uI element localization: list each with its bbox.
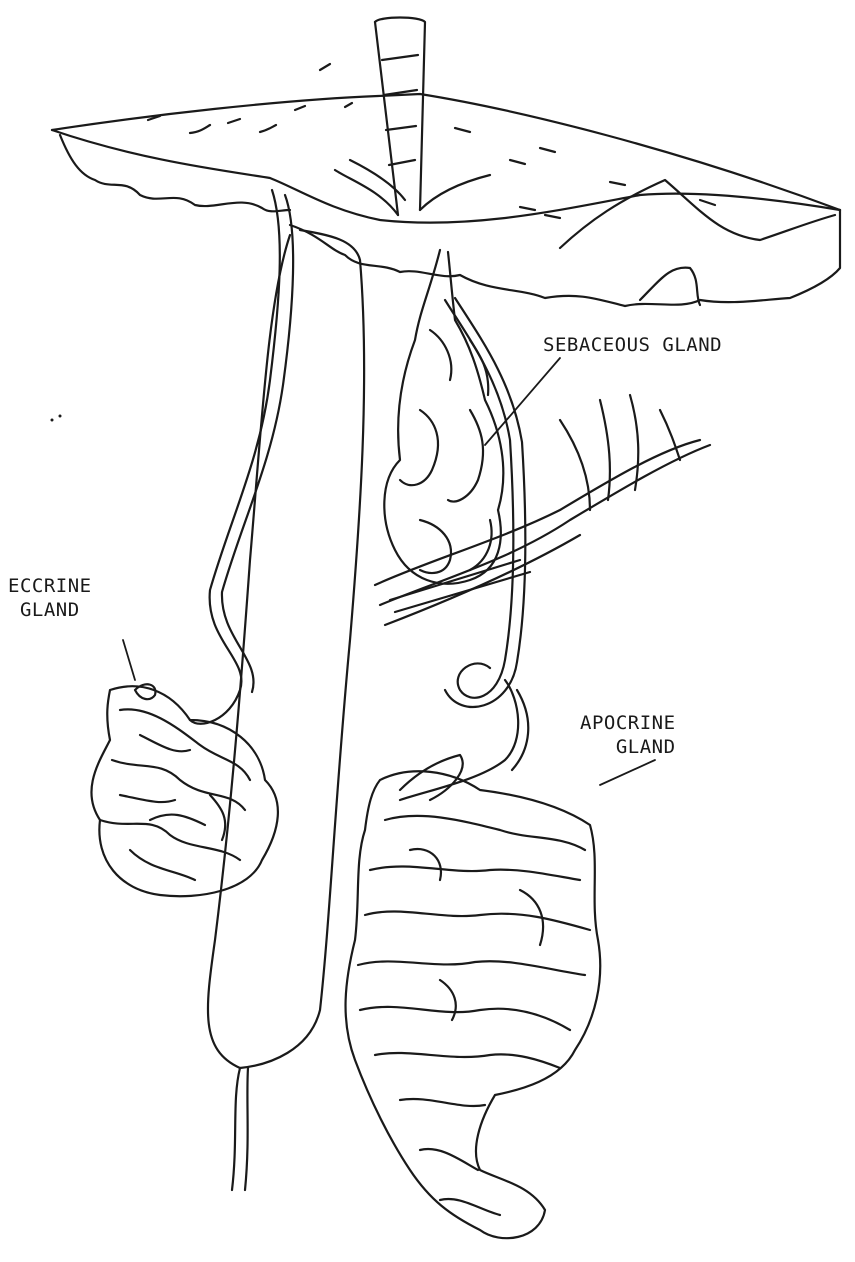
sebaceous-leader-line [485, 358, 560, 445]
apocrine-leader-line [600, 760, 655, 785]
sebaceous-gland-lobes [384, 250, 503, 584]
apocrine-gland-label-line2: GLAND [580, 735, 676, 759]
hair-follicle [208, 230, 364, 1190]
apocrine-gland-coil [346, 755, 601, 1238]
eccrine-gland-label-line1: ECCRINE [8, 574, 92, 598]
stray-dot [59, 415, 62, 418]
hair-shaft [335, 18, 490, 216]
apocrine-gland-label-line1: APOCRINE [580, 711, 676, 735]
arrector-pili-muscle [375, 395, 710, 625]
eccrine-gland-label: ECCRINE GLAND [8, 574, 92, 622]
stray-dot [51, 419, 54, 422]
eccrine-gland-coil [91, 684, 277, 896]
apocrine-gland-label: APOCRINE GLAND [580, 711, 676, 759]
eccrine-leader-line [123, 640, 135, 680]
eccrine-duct [190, 190, 293, 724]
sebaceous-gland-label-text: SEBACEOUS GLAND [543, 333, 722, 357]
skin-surface [52, 64, 840, 306]
sebaceous-gland-label: SEBACEOUS GLAND [543, 333, 722, 357]
eccrine-gland-label-line2: GLAND [8, 598, 92, 622]
